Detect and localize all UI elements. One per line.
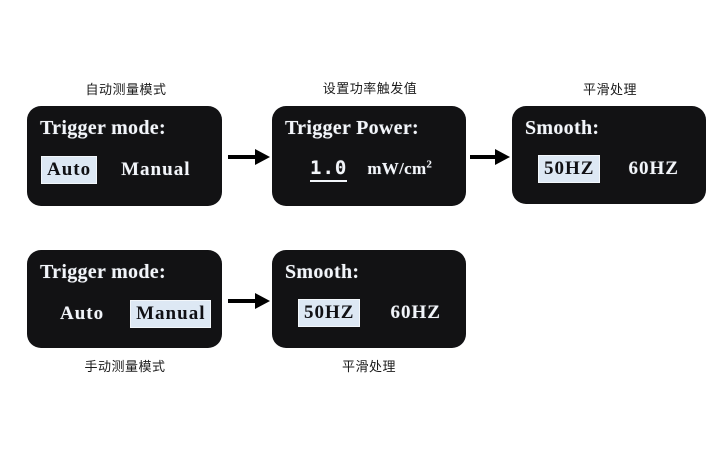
option-row-smooth-auto: 50HZ 60HZ (538, 155, 685, 183)
option-row-trigger-mode-manual: Auto Manual (54, 300, 212, 328)
option-50hz-selected-manual[interactable]: 50HZ (298, 299, 361, 327)
option-60hz[interactable]: 60HZ (628, 158, 679, 179)
caption-smooth-auto: 平滑处理 (582, 83, 637, 98)
caption-auto-mode: 自动测量模式 (85, 83, 167, 98)
caption-set-trigger-power: 设置功率触发值 (322, 82, 418, 97)
arrow-right-icon-top-2 (470, 149, 510, 165)
screen-smooth-manual[interactable]: Smooth: 50HZ 60HZ (272, 250, 466, 348)
screen-title-smooth-manual: Smooth: (285, 261, 360, 283)
screen-trigger-mode-auto[interactable]: Trigger mode: Auto Manual (27, 106, 222, 206)
screen-title-trigger-power: Trigger Power: (285, 117, 419, 139)
option-manual[interactable]: Manual (121, 159, 191, 180)
option-50hz-selected[interactable]: 50HZ (538, 155, 601, 183)
option-manual-selected[interactable]: Manual (130, 300, 212, 328)
arrow-right-icon-top-1 (228, 149, 270, 165)
caption-manual-mode: 手动测量模式 (84, 360, 166, 375)
option-row-smooth-manual: 50HZ 60HZ (298, 299, 447, 327)
screen-title-trigger-mode: Trigger mode: (40, 117, 166, 139)
option-row-trigger-mode: Auto Manual (41, 156, 196, 184)
arrow-right-icon-bottom-1 (228, 293, 270, 309)
screen-trigger-mode-manual[interactable]: Trigger mode: Auto Manual (27, 250, 222, 348)
option-auto-selected[interactable]: Auto (41, 156, 98, 184)
option-60hz-manual[interactable]: 60HZ (390, 302, 441, 323)
screen-trigger-power[interactable]: Trigger Power: 1.0 mW/cm2 (272, 106, 466, 206)
screen-title-trigger-mode-manual: Trigger mode: (40, 261, 166, 283)
value-row-trigger-power: 1.0 mW/cm2 (310, 158, 432, 182)
trigger-power-unit: mW/cm2 (367, 159, 432, 178)
trigger-power-value[interactable]: 1.0 (310, 158, 348, 182)
screen-smooth-auto[interactable]: Smooth: 50HZ 60HZ (512, 106, 706, 204)
option-auto[interactable]: Auto (60, 303, 105, 324)
trigger-power-unit-text: mW/cm (367, 159, 427, 178)
screen-title-smooth-auto: Smooth: (525, 117, 600, 139)
trigger-power-unit-exponent: 2 (426, 158, 433, 171)
caption-smooth-manual: 平滑处理 (341, 360, 396, 375)
